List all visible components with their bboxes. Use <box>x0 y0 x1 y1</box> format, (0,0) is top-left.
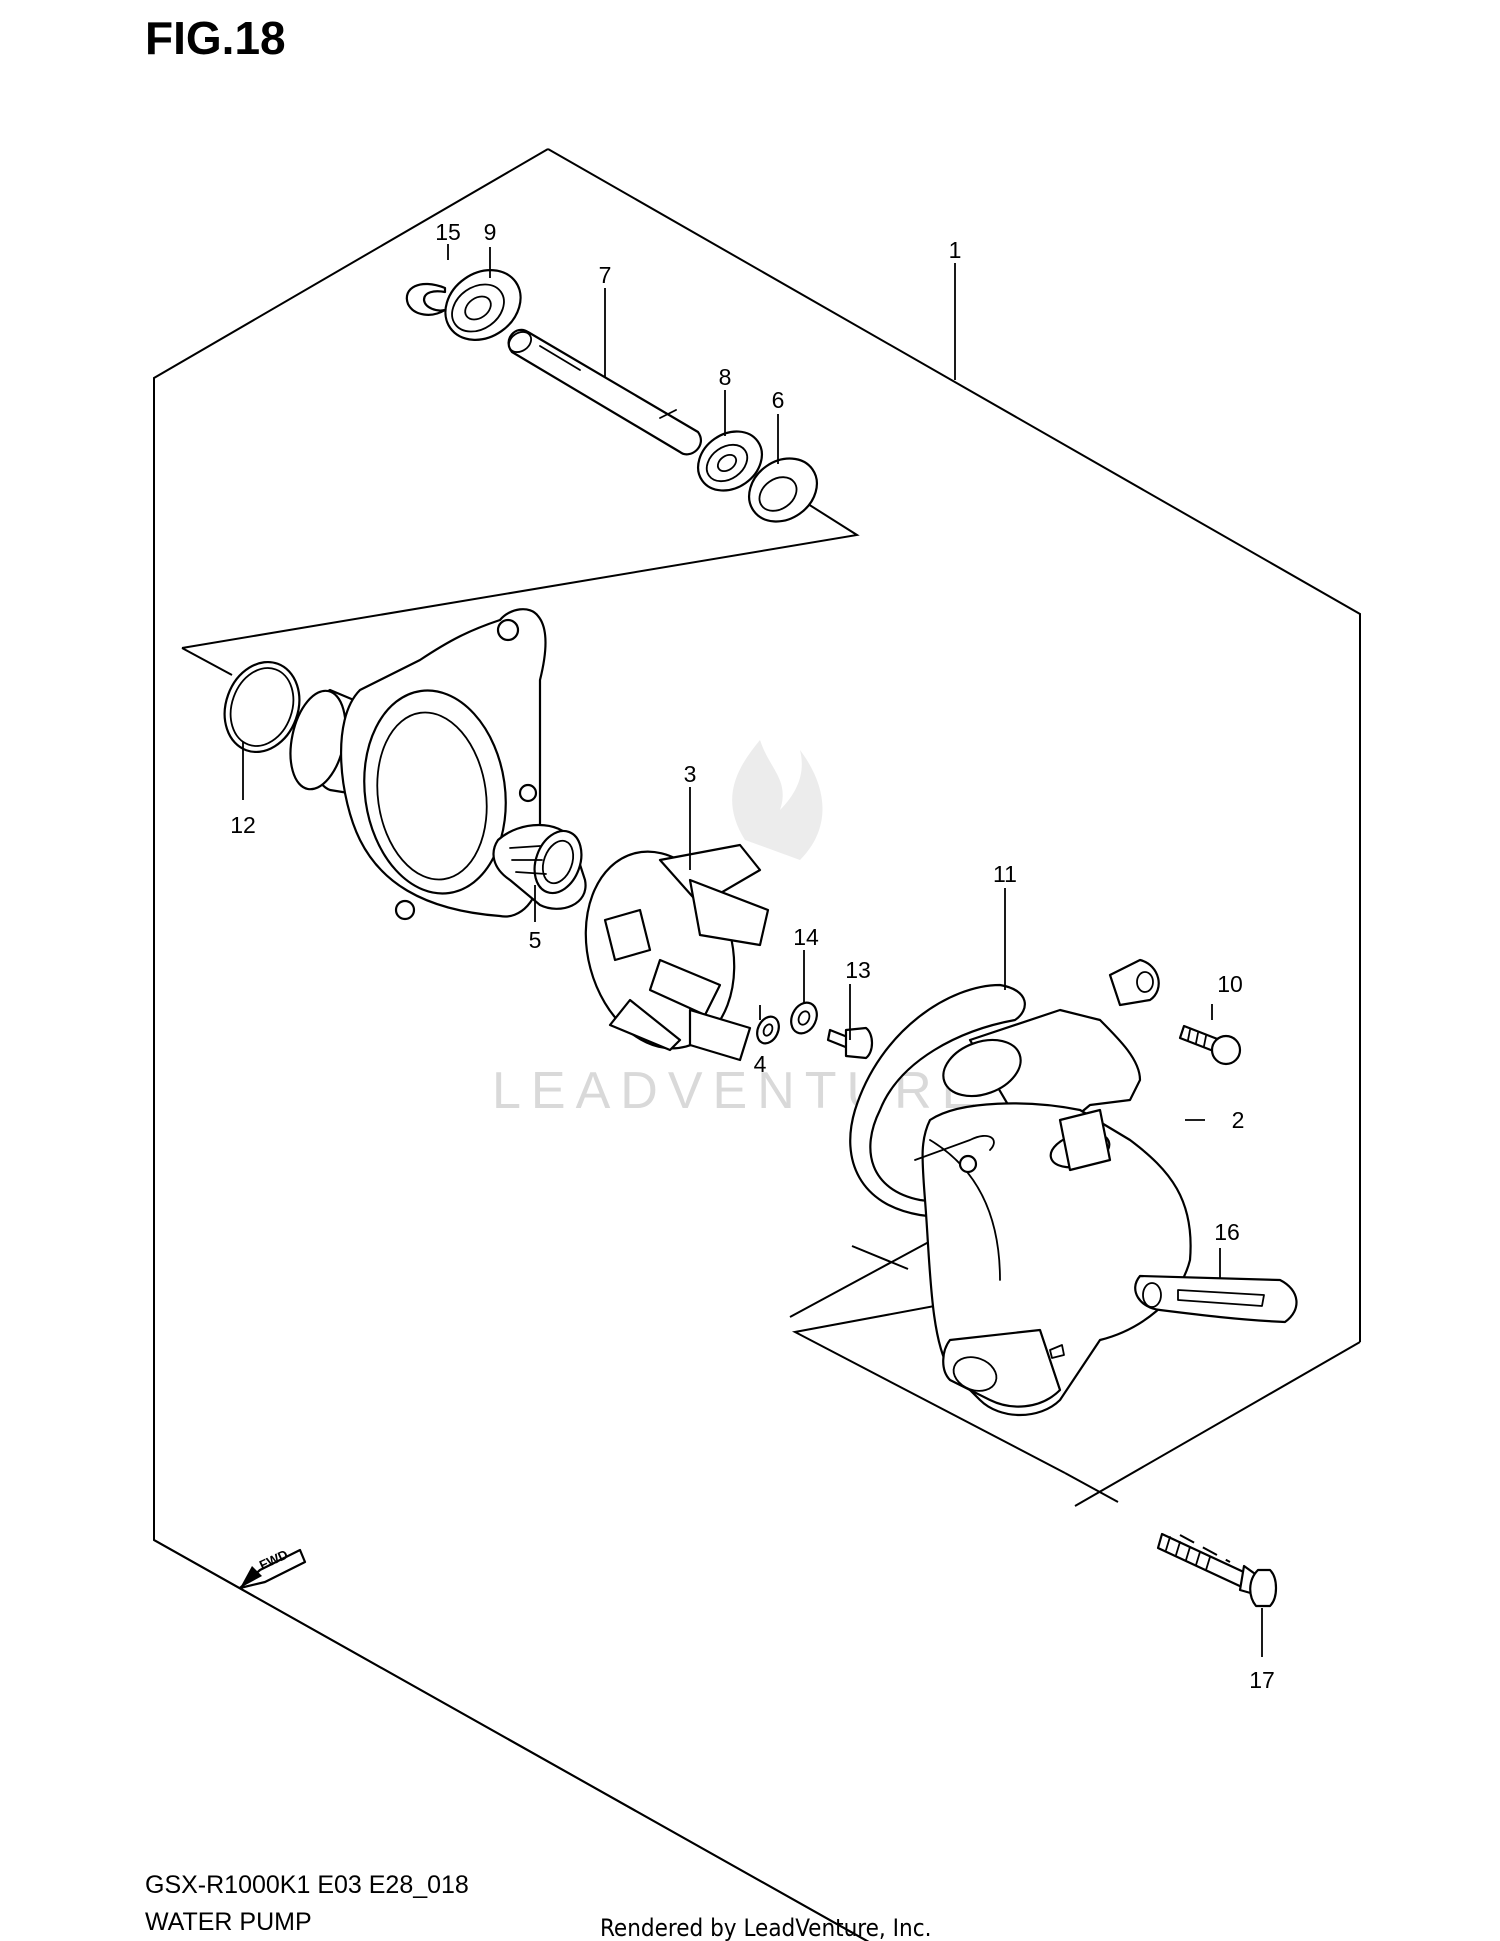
diagram-name: WATER PUMP <box>145 1908 312 1936</box>
callout-12: 12 <box>230 812 256 838</box>
callout-15: 15 <box>435 219 461 245</box>
callout-labels: 1 2 3 4 5 6 7 8 9 10 11 12 13 14 15 16 1… <box>230 219 1275 1693</box>
figure-title: FIG.18 <box>145 12 286 64</box>
callout-8: 8 <box>719 364 732 390</box>
callout-7: 7 <box>599 262 612 288</box>
bearing-9-part <box>444 269 522 341</box>
callout-9: 9 <box>484 219 497 245</box>
callout-16: 16 <box>1214 1219 1240 1245</box>
callout-leaders <box>242 244 1263 1657</box>
washer-part <box>756 1015 780 1045</box>
mechanical-seal-part <box>492 823 587 910</box>
watermark-text: LEADVENTURE <box>492 1062 986 1120</box>
pump-housing-part <box>289 608 547 921</box>
shaft-part <box>507 328 702 456</box>
callout-17: 17 <box>1249 1667 1275 1693</box>
callout-14: 14 <box>793 924 819 950</box>
bolt-10-part <box>1178 1024 1242 1066</box>
oil-seal-part <box>748 457 818 523</box>
callout-4: 4 <box>754 1051 767 1077</box>
callout-2: 2 <box>1232 1107 1245 1133</box>
assembly-frame <box>153 148 1361 1941</box>
callout-11: 11 <box>993 861 1017 887</box>
rendered-by: Rendered by LeadVenture, Inc. <box>600 1914 931 1941</box>
callout-3: 3 <box>684 761 697 787</box>
callout-1: 1 <box>949 237 962 263</box>
callout-6: 6 <box>772 387 785 413</box>
long-bolt-part <box>1156 1532 1278 1608</box>
impeller-part <box>584 843 770 1062</box>
seal-washer-part <box>790 1001 818 1035</box>
pump-body-part <box>914 958 1192 1417</box>
callout-5: 5 <box>529 927 542 953</box>
o-ring-12-part <box>223 660 301 754</box>
fwd-arrow-icon: FWD <box>238 1547 307 1590</box>
bracket-part <box>1134 1274 1298 1324</box>
circlip-part <box>405 283 447 316</box>
callout-13: 13 <box>845 957 871 983</box>
impeller-bolt-part <box>826 1026 874 1060</box>
callout-10: 10 <box>1217 971 1243 997</box>
model-code: GSX-R1000K1 E03 E28_018 <box>145 1871 469 1899</box>
bearing-8-part <box>697 430 763 492</box>
